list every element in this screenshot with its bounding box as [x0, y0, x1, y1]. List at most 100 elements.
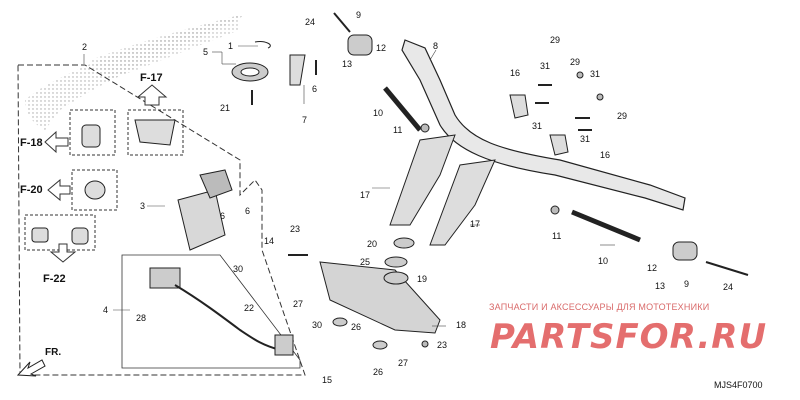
callout-16: 16	[600, 150, 611, 160]
diagram-code: MJS4F0700	[714, 380, 763, 390]
callout-31: 31	[580, 134, 591, 144]
watermark-caption: ЗАПЧАСТИ И АКСЕССУАРЫ ДЛЯ МОТОТЕХНИКИ	[489, 302, 710, 312]
nut	[550, 205, 560, 215]
fig-ref-f18: F-18	[20, 137, 43, 149]
callout-17: 17	[360, 190, 371, 200]
dotted-region-upper	[90, 15, 240, 80]
screw	[333, 12, 351, 33]
clamp	[509, 94, 529, 119]
callout-8: 8	[433, 41, 439, 51]
fig-ref-f17: F-17	[140, 72, 163, 84]
callout-5: 5	[203, 47, 209, 57]
dotted-region	[25, 15, 245, 130]
seal-ring-hole	[240, 67, 260, 77]
f17-box	[127, 109, 184, 156]
callout-16: 16	[510, 68, 521, 78]
callout-15: 15	[322, 375, 333, 385]
inner-weight	[571, 209, 641, 243]
ignition-outline	[17, 64, 306, 376]
callout-27: 27	[293, 299, 304, 309]
callout-29: 29	[550, 35, 561, 45]
callout-29: 29	[617, 111, 628, 121]
callout-19: 19	[417, 274, 428, 284]
handlebar-holder	[389, 134, 456, 226]
callout-11: 11	[552, 231, 562, 241]
callout-28: 28	[136, 313, 147, 323]
bushing	[384, 256, 408, 268]
nut	[420, 123, 430, 133]
callout-9: 9	[356, 10, 362, 20]
switch-part	[81, 124, 101, 148]
callout-30: 30	[233, 264, 244, 274]
arrow-left-icon	[44, 130, 69, 154]
nut	[576, 71, 584, 79]
callout-30: 30	[312, 320, 323, 330]
callout-23: 23	[437, 340, 448, 350]
callout-10: 10	[598, 256, 609, 266]
bar-end-weight	[347, 34, 373, 56]
callout-17: 17	[470, 219, 481, 229]
connector	[149, 267, 181, 289]
callout-1: 1	[228, 41, 234, 51]
callout-22: 22	[244, 303, 255, 313]
bushing	[332, 317, 348, 327]
connector	[274, 334, 294, 356]
callout-4: 4	[103, 305, 109, 315]
callout-31: 31	[532, 121, 543, 131]
wire	[174, 284, 281, 351]
callout-20: 20	[367, 239, 378, 249]
bushing	[393, 237, 415, 249]
watermark-logo: PARTSFOR.RU	[490, 317, 767, 357]
callout-11: 11	[393, 125, 403, 135]
clip-part	[254, 41, 271, 49]
switch-part	[31, 227, 49, 243]
ignition-top	[199, 169, 233, 199]
bar-end-weight	[672, 241, 698, 261]
leader-lines	[83, 45, 615, 327]
nut	[596, 93, 604, 101]
harness-outline	[121, 254, 301, 369]
callout-26: 26	[351, 322, 362, 332]
callout-26: 26	[373, 367, 384, 377]
f18-box	[69, 109, 116, 156]
callout-2: 2	[82, 42, 88, 52]
callout-3: 3	[140, 201, 146, 211]
callout-29: 29	[570, 57, 581, 67]
watermark-logo-shape: PARTSFOR.RU	[490, 317, 767, 357]
inner-weight	[383, 86, 422, 132]
callout-24: 24	[723, 282, 734, 292]
callout-27: 27	[398, 358, 409, 368]
bushing	[372, 340, 388, 350]
bushing	[383, 271, 409, 285]
key-part	[289, 54, 306, 86]
callout-31: 31	[540, 61, 551, 71]
front-arrow-icon	[16, 359, 46, 377]
callout-23: 23	[290, 224, 301, 234]
clamp	[549, 134, 569, 156]
fig-ref-f22: F-22	[43, 273, 66, 285]
callout-21: 21	[220, 103, 231, 113]
callout-6: 6	[220, 211, 226, 221]
callout-31: 31	[590, 69, 601, 79]
f20-box	[71, 169, 118, 211]
callout-6: 6	[245, 206, 251, 216]
callout-25: 25	[360, 257, 371, 267]
screw	[705, 261, 749, 276]
callout-13: 13	[342, 59, 353, 69]
callout-10: 10	[373, 108, 384, 118]
arrow-up-icon	[136, 84, 168, 106]
callout-24: 24	[305, 17, 316, 27]
callout-13: 13	[655, 281, 666, 291]
switch-part	[84, 180, 106, 200]
callout-12: 12	[376, 43, 387, 53]
handlebar-holder	[429, 159, 496, 246]
switch-part	[134, 119, 176, 146]
callout-14: 14	[264, 236, 275, 246]
arrow-down-icon	[49, 243, 77, 263]
arrow-left-icon	[47, 178, 71, 202]
callout-18: 18	[456, 320, 467, 330]
switch-part	[71, 227, 89, 245]
nut	[421, 340, 429, 348]
